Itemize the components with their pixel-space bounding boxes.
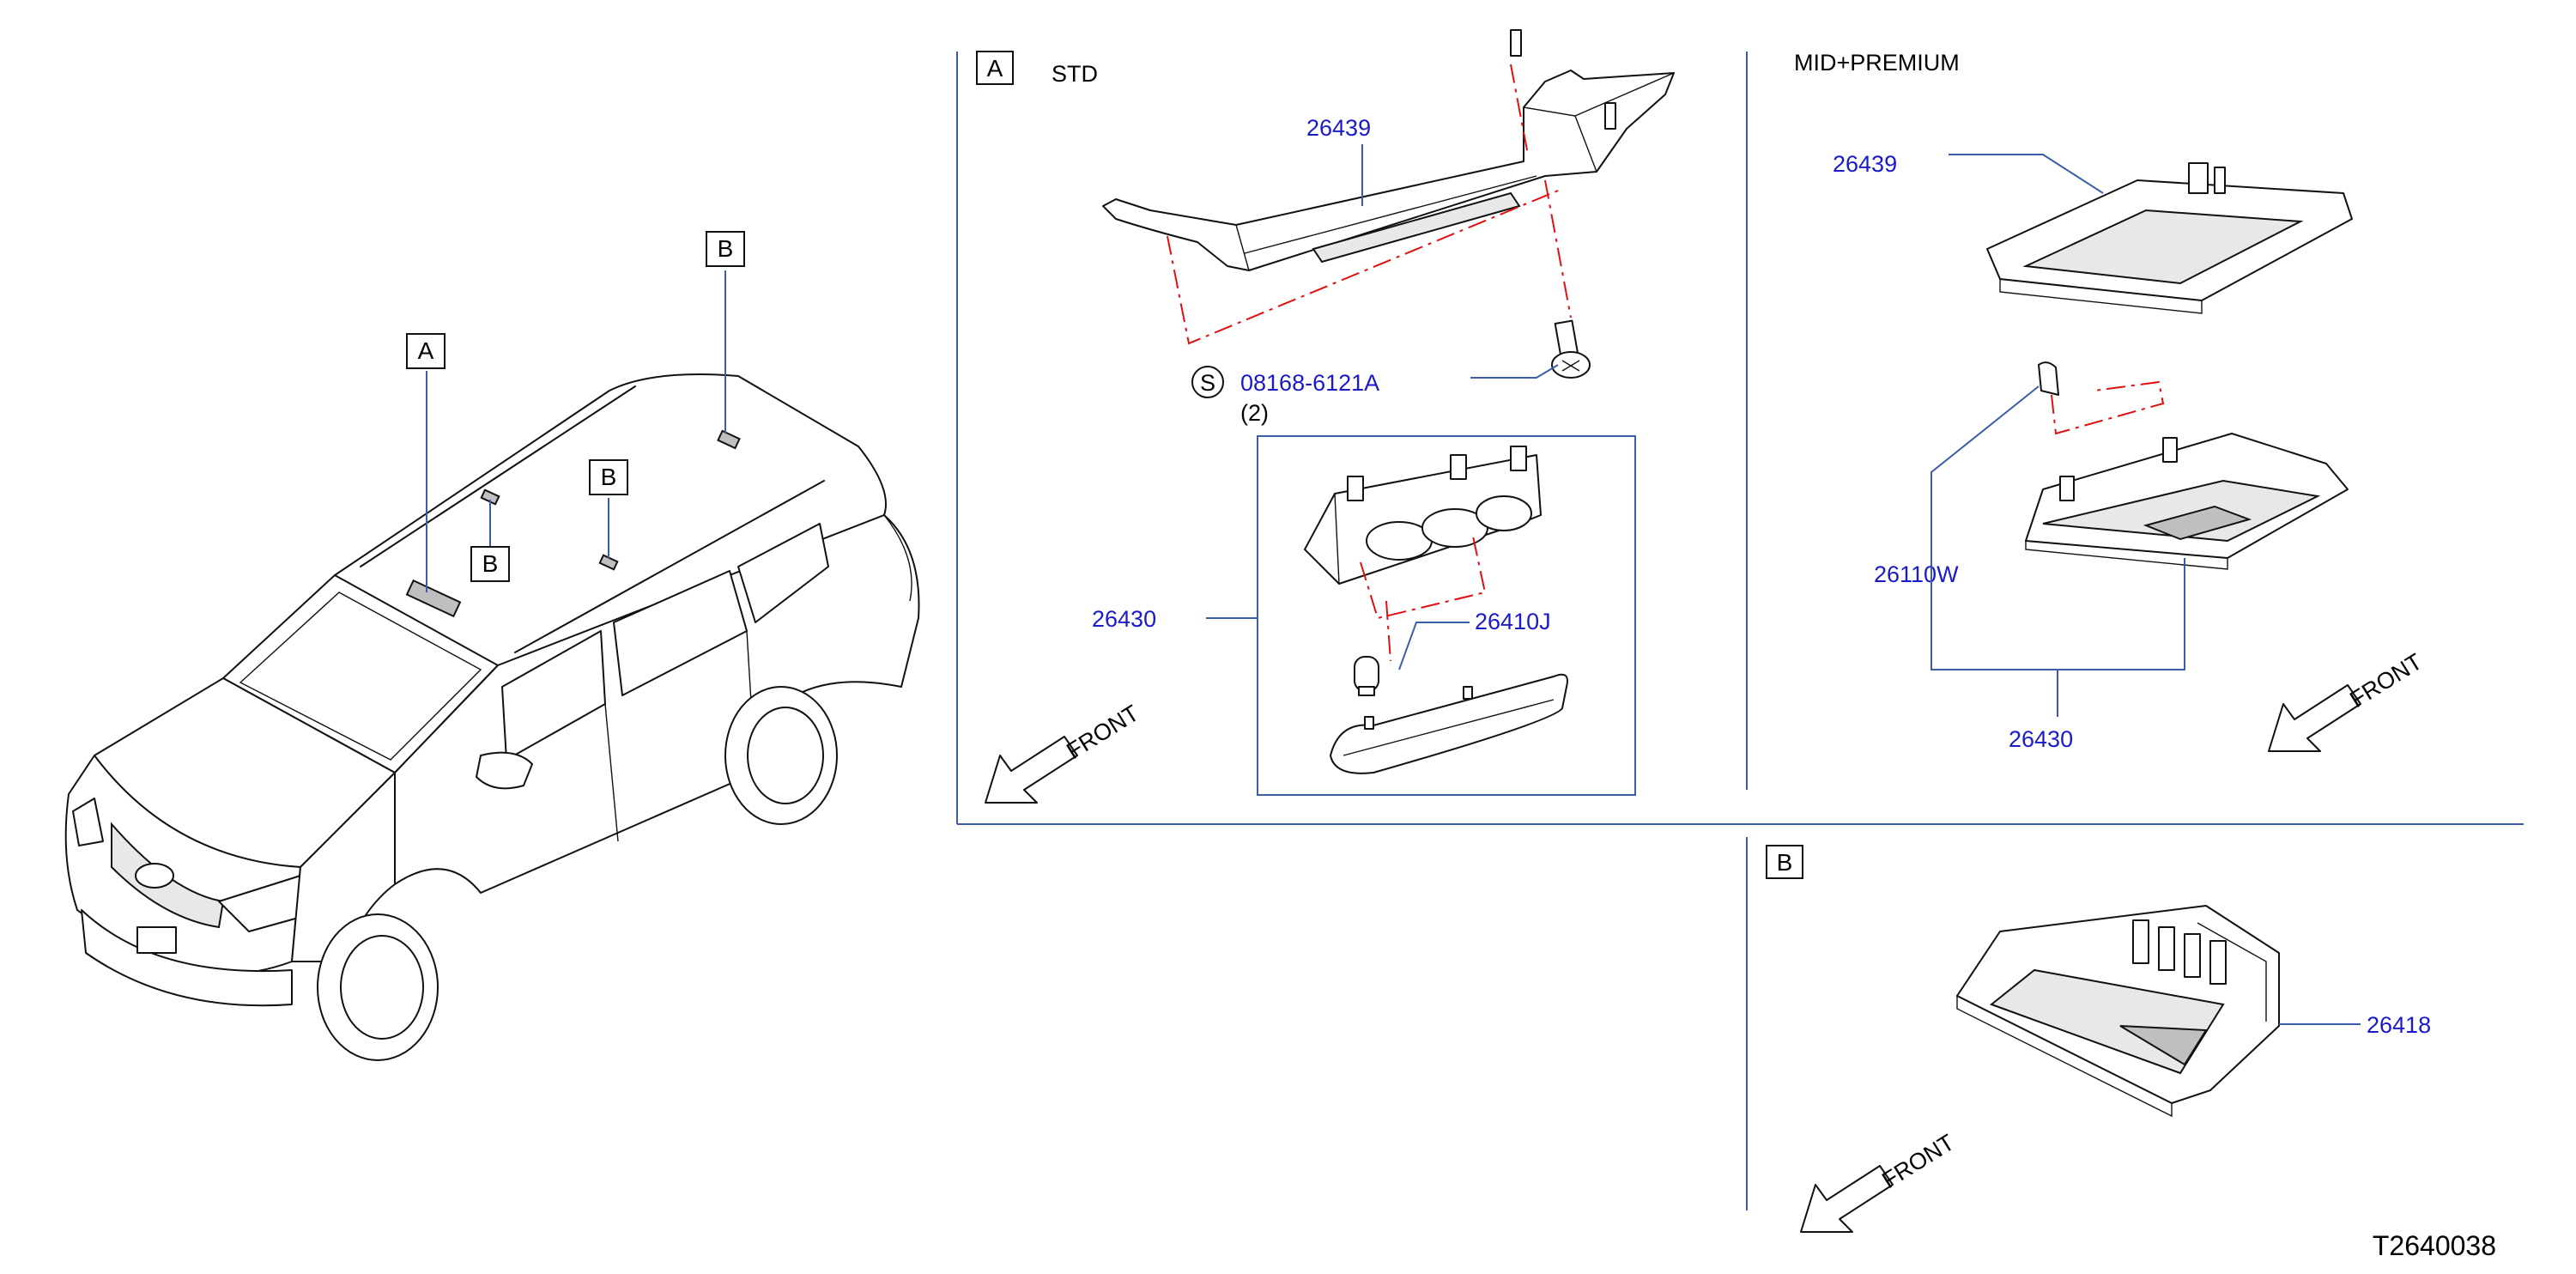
label-mid-lamp: 26430 (2009, 726, 2073, 752)
panel-b: B 26418 FRONT (1766, 845, 2431, 1233)
panel-std-title: STD (1052, 61, 1098, 87)
panel-std-letter: A (987, 55, 1003, 82)
panel-mid: MID+PREMIUM 26439 26110W 26430 (1794, 50, 2427, 752)
label-std-bracket: 26439 (1306, 115, 1371, 141)
front-arrow-b (1800, 1165, 1894, 1233)
callout-b-vehicle-middle: B (589, 459, 628, 495)
lamp-assembly-mid (2025, 433, 2349, 570)
screw-icon (1551, 319, 1591, 379)
label-mid-front: FRONT (2345, 648, 2427, 713)
callout-b-vehicle-front: B (470, 546, 510, 582)
label-std-bulb: 26410J (1475, 609, 1551, 634)
bracket-std (1102, 29, 1675, 271)
panel-mid-title: MID+PREMIUM (1794, 50, 1960, 76)
label-std-lamp: 26430 (1092, 606, 1156, 632)
vehicle-illustration (64, 270, 920, 1061)
lens-std (1330, 673, 1568, 774)
panel-b-letter: B (1777, 849, 1793, 876)
lamp-base-std (1304, 446, 1542, 585)
bulb-icon (1354, 656, 1379, 696)
label-b-front: FRONT (1877, 1129, 1959, 1193)
callout-b-vehicle-front-text: B (482, 550, 499, 577)
callout-a-vehicle: A (406, 333, 445, 369)
label-std-screw-qty: (2) (1240, 400, 1269, 426)
label-mid-housing: 26439 (1833, 151, 1897, 177)
diagram-code: T2640038 (2373, 1230, 2496, 1261)
callout-b-vehicle-middle-text: B (601, 464, 617, 490)
callout-b-vehicle-rear: B (706, 231, 745, 267)
front-arrow-std (985, 736, 1078, 804)
label-std-front: FRONT (1062, 700, 1143, 764)
callout-a-vehicle-text: A (418, 337, 434, 364)
lamp-b (1956, 905, 2280, 1118)
screw-symbol: S (1200, 370, 1215, 396)
label-mid-lens: 26110W (1874, 561, 1959, 587)
label-std-screw: 08168-6121A (1240, 370, 1379, 396)
clip-icon (2038, 361, 2059, 396)
housing-mid (1986, 162, 2353, 314)
callout-b-vehicle-rear-text: B (718, 235, 734, 262)
label-b-lamp: 26418 (2367, 1012, 2431, 1038)
panel-frames (956, 52, 2524, 1210)
panel-std: A STD 26439 S 08168-6121A (2) (976, 29, 1675, 804)
front-arrow-mid (2268, 684, 2361, 752)
